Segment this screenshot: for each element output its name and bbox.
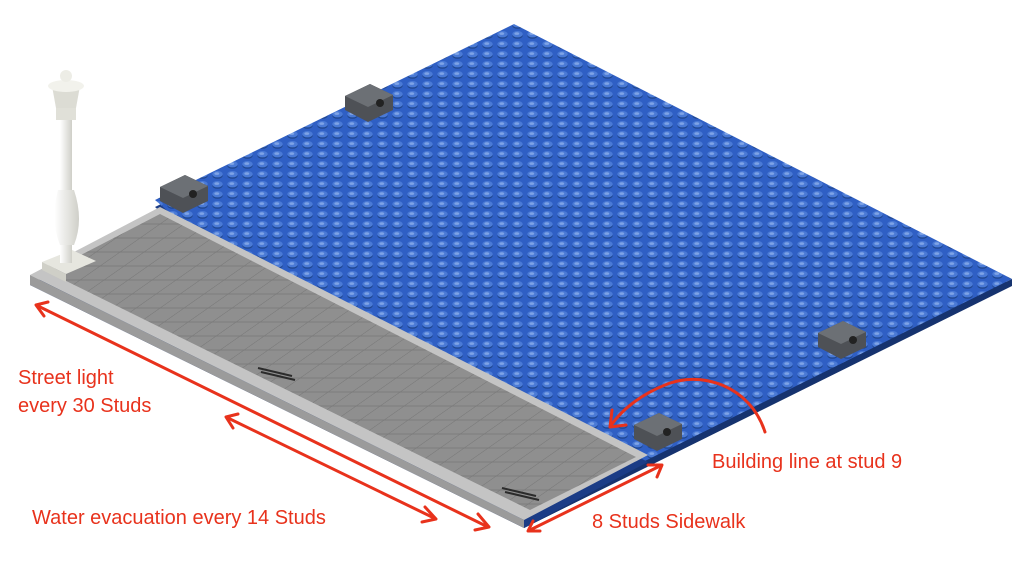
street-light-label-line2: every 30 Studs xyxy=(18,395,151,417)
building-line-arrow xyxy=(608,377,767,434)
sidewalk xyxy=(30,207,648,528)
technic-brick xyxy=(818,321,866,359)
technic-brick xyxy=(160,175,208,213)
sidewalk-width-arrow xyxy=(526,463,664,533)
street-light-spacing-arrow xyxy=(34,300,491,532)
water-evacuation-spacing-arrow xyxy=(224,412,438,524)
drain-grate xyxy=(257,367,296,381)
water-evacuation-label: Water evacuation every 14 Studs xyxy=(32,507,326,529)
baseplate xyxy=(155,24,1012,528)
street-light-label-line1: Street light xyxy=(18,367,114,389)
technic-brick xyxy=(634,413,682,451)
sidewalk-width-label: 8 Studs Sidewalk xyxy=(592,511,746,533)
street-light-icon xyxy=(42,70,96,282)
building-line-label: Building line at stud 9 xyxy=(712,451,902,473)
drain-grate xyxy=(501,487,540,501)
technic-brick xyxy=(345,84,393,122)
